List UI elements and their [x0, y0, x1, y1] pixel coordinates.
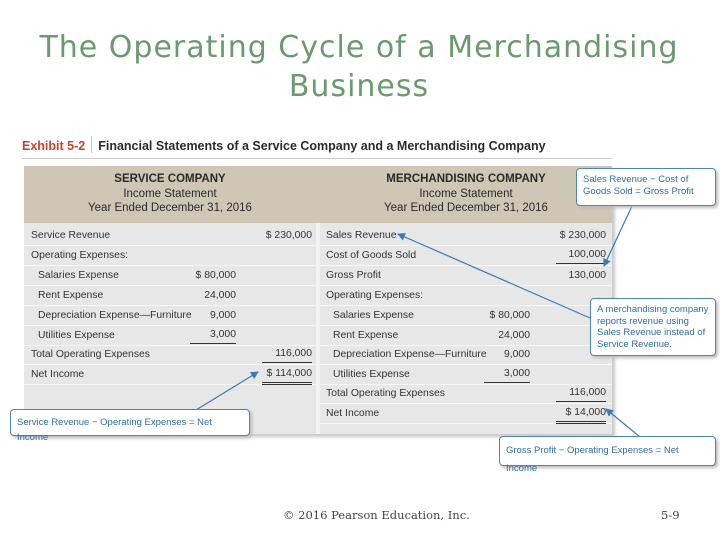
- statements-header: [24, 166, 612, 223]
- row-label: Rent Expense: [38, 290, 104, 301]
- row-amount: $ 114,000: [262, 365, 312, 385]
- row-label: Net Income: [326, 408, 380, 419]
- service-row: Service Revenue $ 230,000: [24, 226, 316, 246]
- statements-panel: SERVICE COMPANY Income Statement Year En…: [24, 166, 612, 434]
- service-row: Salaries Expense $ 80,000: [24, 266, 316, 286]
- row-label: Salaries Expense: [38, 270, 119, 281]
- callout-service-net-income: Service Revenue − Operating Expenses = N…: [10, 409, 250, 443]
- row-label: Total Operating Expenses: [31, 349, 150, 360]
- merch-row: Cost of Goods Sold 100,000: [320, 246, 612, 266]
- merch-statement-name: Income Statement: [419, 187, 513, 200]
- merch-company-heading: MERCHANDISING COMPANY Income Statement Y…: [320, 172, 612, 216]
- row-label: Operating Expenses:: [31, 250, 129, 261]
- callout-gross-profit: Sales Revenue − Cost of Goods Sold = Gro…: [576, 168, 716, 206]
- merch-row: Salaries Expense $ 80,000: [320, 306, 612, 326]
- service-row: Total Operating Expenses 116,000: [24, 345, 316, 365]
- row-amount: $ 230,000: [559, 230, 606, 241]
- exhibit-header: Exhibit 5-2 Financial Statements of a Ser…: [22, 136, 612, 159]
- row-label: Gross Profit: [326, 270, 381, 281]
- merch-row: Gross Profit 130,000: [320, 266, 612, 286]
- exhibit-separator: [91, 136, 93, 153]
- row-amount: $ 14,000: [556, 404, 606, 424]
- copyright-text: © 2016 Pearson Education, Inc.: [283, 508, 470, 522]
- row-label: Rent Expense: [333, 330, 399, 341]
- row-amount: 116,000: [556, 384, 606, 402]
- service-company-name: SERVICE COMPANY: [114, 173, 226, 185]
- row-label: Service Revenue: [31, 230, 111, 241]
- exhibit-title: Financial Statements of a Service Compan…: [98, 139, 546, 153]
- merch-company-name: MERCHANDISING COMPANY: [386, 173, 546, 185]
- row-amount: 100,000: [556, 246, 606, 264]
- row-inner-amount: $ 80,000: [195, 270, 236, 281]
- row-label: Utilities Expense: [333, 369, 410, 380]
- row-label: Depreciation Expense—Furniture: [38, 310, 192, 321]
- callout-merch-net-income: Gross Profit − Operating Expenses = Net …: [499, 436, 716, 474]
- column-divider: [316, 223, 320, 434]
- row-inner-amount: 3,000: [190, 326, 236, 344]
- row-inner-amount: 3,000: [484, 365, 530, 383]
- merch-row: Depreciation Expense—Furniture 9,000: [320, 345, 612, 365]
- row-label: Depreciation Expense—Furniture: [333, 349, 487, 360]
- row-label: Cost of Goods Sold: [326, 250, 417, 261]
- merch-row: Utilities Expense 3,000: [320, 365, 612, 385]
- row-amount: $ 230,000: [265, 230, 312, 241]
- callout-merch-revenue: A merchandising company reports revenue …: [590, 298, 716, 356]
- row-inner-amount: $ 80,000: [489, 310, 530, 321]
- row-inner-amount: 9,000: [209, 310, 236, 321]
- exhibit-label: Exhibit 5-2: [22, 139, 86, 153]
- page-number: 5-9: [661, 508, 680, 522]
- row-label: Utilities Expense: [38, 330, 115, 341]
- merch-row: Rent Expense 24,000: [320, 326, 612, 346]
- row-label: Operating Expenses:: [326, 290, 424, 301]
- row-amount: 116,000: [262, 345, 312, 363]
- merch-row: Net Income $ 14,000: [320, 404, 612, 424]
- service-row: Utilities Expense 3,000: [24, 326, 316, 346]
- merch-row: Sales Revenue $ 230,000: [320, 226, 612, 246]
- merch-row: Operating Expenses:: [320, 286, 612, 306]
- row-inner-amount: 9,000: [503, 349, 530, 360]
- service-row: Depreciation Expense—Furniture 9,000: [24, 306, 316, 326]
- merch-row: Total Operating Expenses 116,000: [320, 384, 612, 404]
- row-label: Salaries Expense: [333, 310, 414, 321]
- slide-title: The Operating Cycle of a Merchandising B…: [39, 30, 679, 104]
- service-row: Operating Expenses:: [24, 246, 316, 266]
- service-statement-name: Income Statement: [123, 187, 217, 200]
- row-inner-amount: 24,000: [204, 290, 236, 301]
- service-row: Rent Expense 24,000: [24, 286, 316, 306]
- service-statement-period: Year Ended December 31, 2016: [88, 202, 252, 214]
- row-label: Total Operating Expenses: [326, 388, 445, 399]
- row-inner-amount: 24,000: [498, 330, 530, 341]
- merch-statement-period: Year Ended December 31, 2016: [384, 202, 548, 214]
- service-company-heading: SERVICE COMPANY Income Statement Year En…: [24, 172, 316, 216]
- service-row: Net Income $ 114,000: [24, 365, 316, 385]
- row-label: Sales Revenue: [326, 230, 397, 241]
- row-amount: 130,000: [568, 270, 606, 281]
- row-label: Net Income: [31, 369, 85, 380]
